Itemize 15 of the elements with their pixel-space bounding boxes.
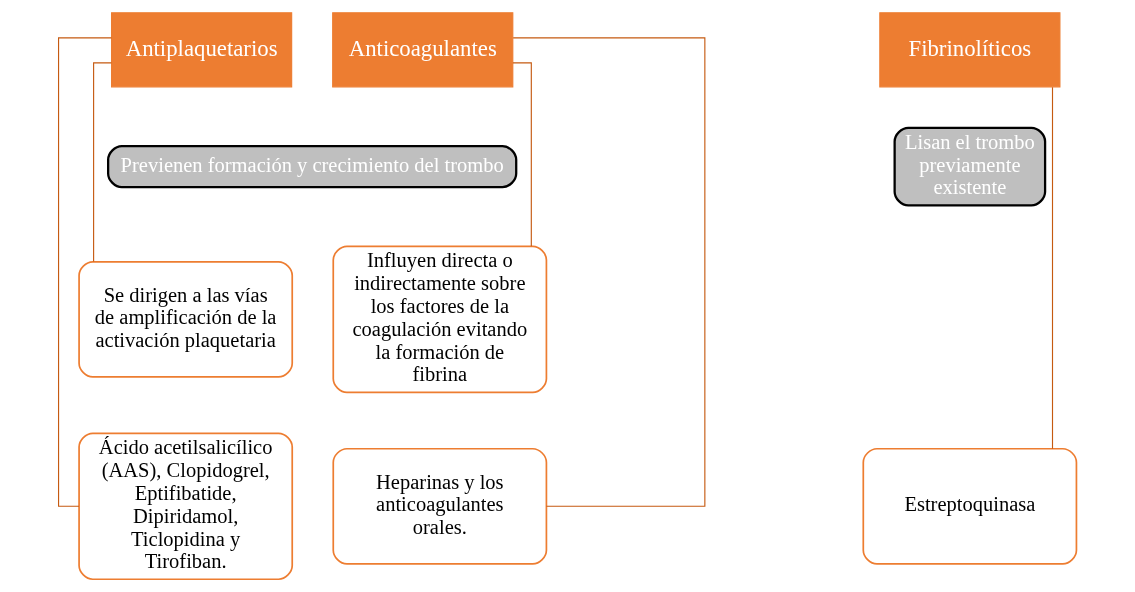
node-box: Antiplaquetarios [111, 12, 293, 88]
node-box: Ácido acetilsalicílico (AAS), Clopidogrel, Eptifibatide, Dipiridamol, Ticlopidina y Tirofiban. [78, 432, 294, 581]
node-box: Anticoagulantes [332, 12, 514, 88]
connector [512, 37, 706, 507]
node-box: Previenen formación y crecimiento del trombo [107, 144, 518, 189]
connector [58, 37, 112, 507]
connector [512, 62, 532, 247]
node-box: Influyen directa o indirectamente sobre los factores de la coagulación evitando la formación de fibrina [332, 245, 548, 394]
connector [1051, 86, 1054, 450]
node-box: Se dirigen a las vías de amplificación de la activación plaquetaria [78, 260, 294, 378]
node-box: Fibrinolíticos [879, 12, 1061, 88]
connector [93, 62, 112, 263]
node-box: Estreptoquinasa [862, 447, 1078, 565]
node-box: Lisan el trombo previamente existente [893, 126, 1047, 207]
node-box: Heparinas y los anticoagulantes orales. [332, 447, 548, 565]
